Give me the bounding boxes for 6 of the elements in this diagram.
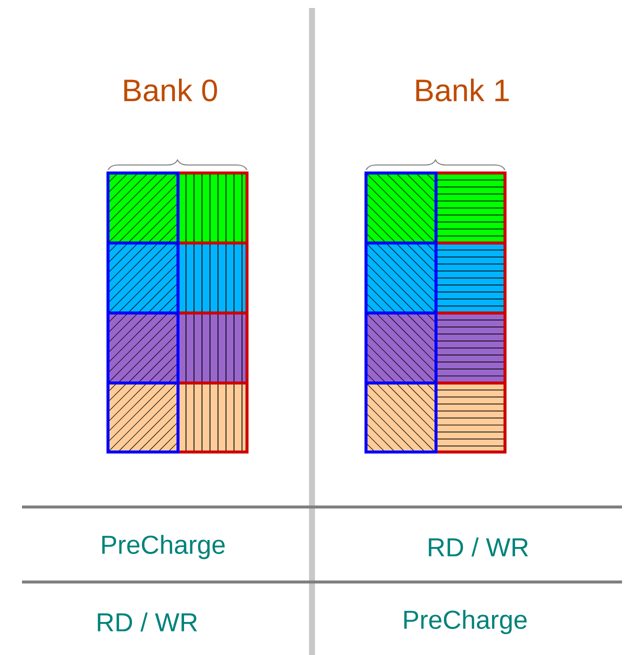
bank-heading: Bank 0 <box>124 78 217 102</box>
operation-label: PreCharge <box>102 534 225 560</box>
bank-heading: Bank 1 <box>416 78 509 102</box>
operation-label: RD / WR <box>98 612 198 632</box>
operation-label: PreCharge <box>404 610 527 634</box>
operation-label: RD / WR <box>428 537 528 557</box>
